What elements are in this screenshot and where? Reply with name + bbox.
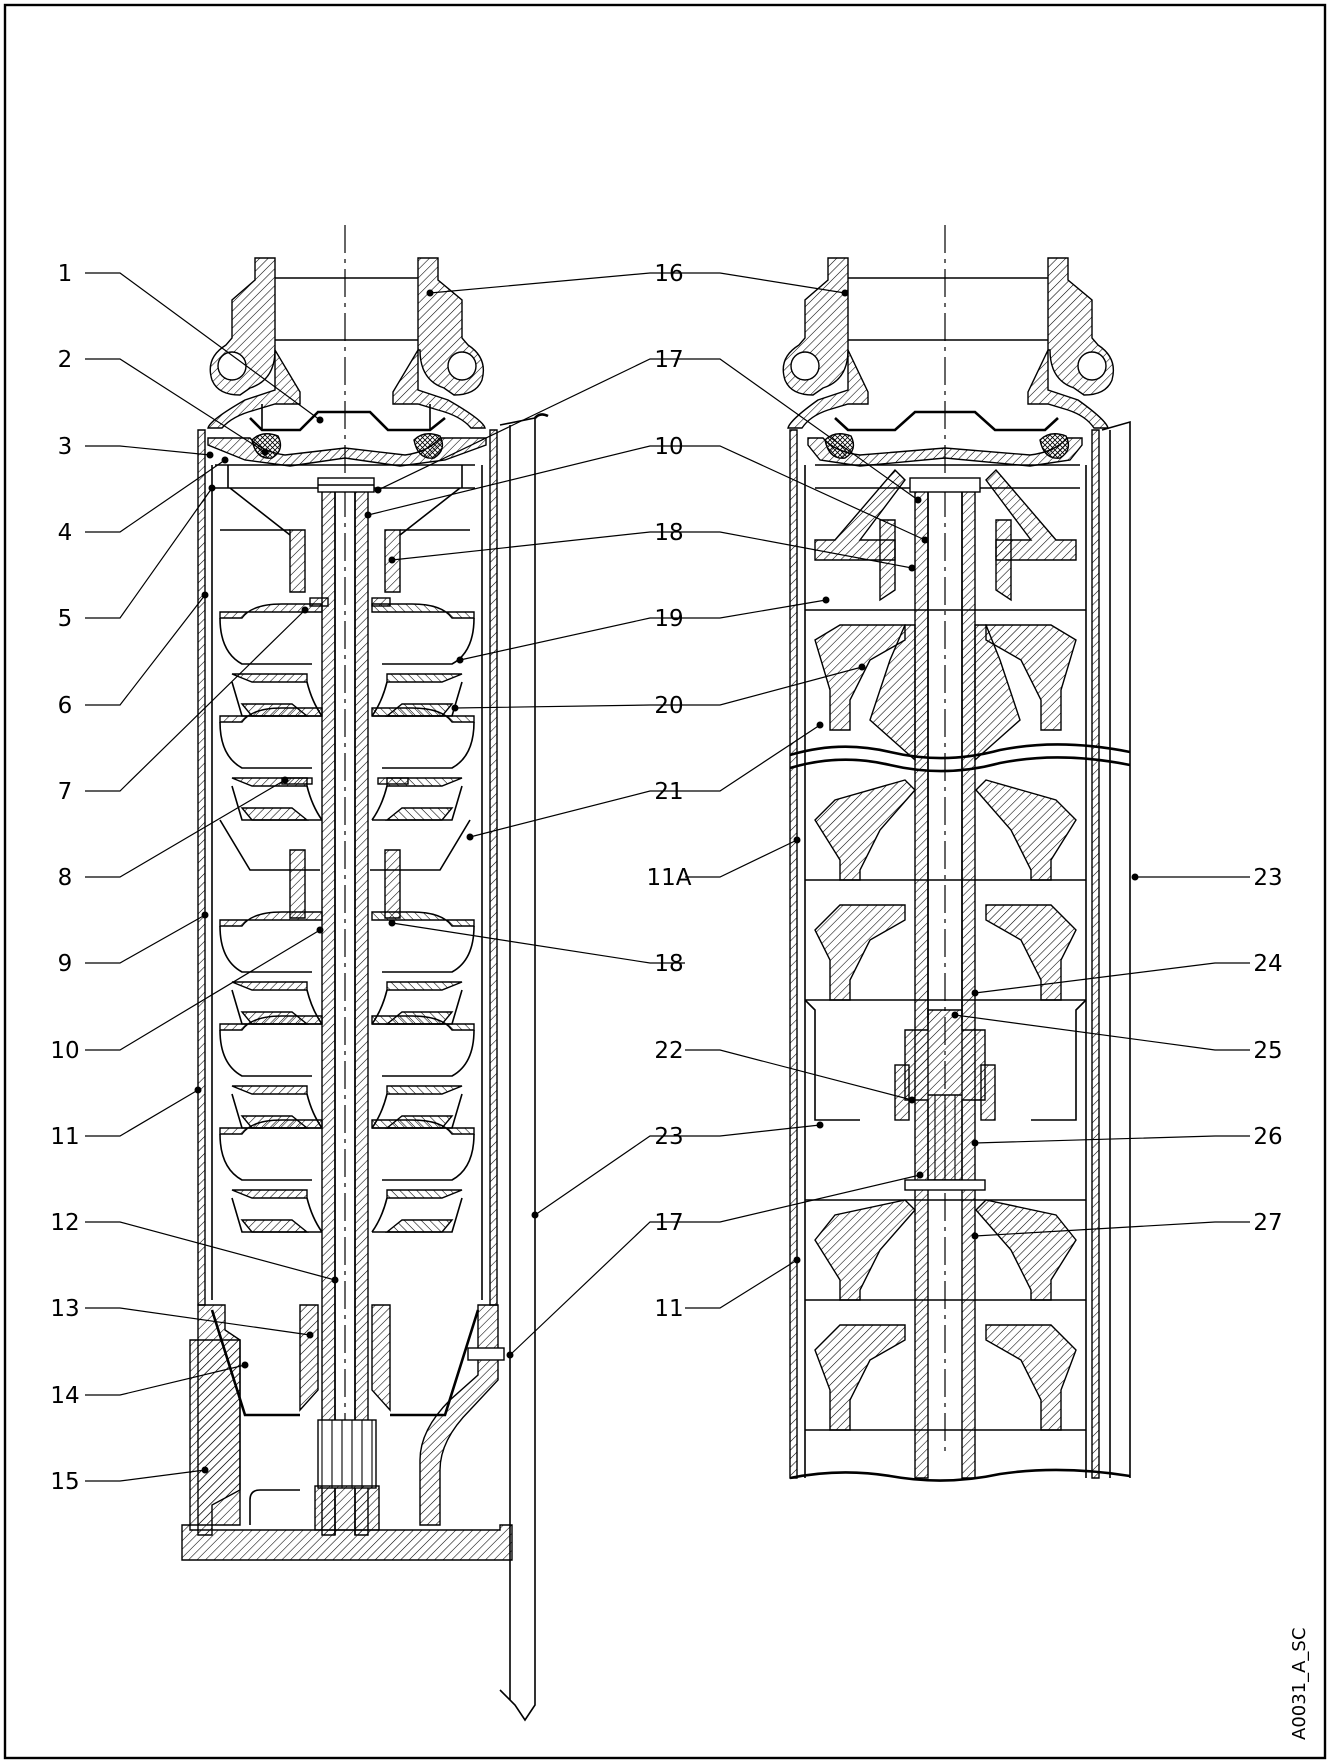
callouts-right: 23 24 25 26 27	[1253, 865, 1282, 1236]
callout-label: 11	[50, 1124, 79, 1150]
callout-label: 26	[1253, 1124, 1282, 1150]
right-pump-section	[782, 225, 1131, 1482]
callout-label: 17	[654, 347, 683, 373]
callout-label: 27	[1253, 1210, 1282, 1236]
callout-label: 6	[58, 693, 73, 719]
callout-label: 11A	[646, 865, 691, 891]
callout-label: 23	[654, 1124, 683, 1150]
callouts-left: 1 2 3 4 5 6 7 8 9 10 11 12 13 14 15	[50, 261, 79, 1495]
callout-label: 12	[50, 1210, 79, 1236]
callout-label: 19	[654, 606, 683, 632]
drawing-border	[3, 3, 1327, 1760]
callout-label: 24	[1253, 951, 1282, 977]
callout-label: 3	[58, 434, 73, 460]
callouts-middle: 16 17 10 18 19 20 21 11A 18 22 23 17 11	[646, 261, 691, 1322]
callout-label: 16	[654, 261, 683, 287]
callout-label: 10	[50, 1038, 79, 1064]
callout-label: 7	[58, 779, 73, 805]
callout-label: 9	[58, 951, 73, 977]
callout-label: 15	[50, 1469, 79, 1495]
callout-label: 14	[50, 1383, 79, 1409]
callout-label: 25	[1253, 1038, 1282, 1064]
drawing-code: A0031_A_SC	[1289, 1628, 1310, 1740]
callout-label: 20	[654, 693, 683, 719]
callout-label: 18	[654, 951, 683, 977]
callout-label: 11	[654, 1296, 683, 1322]
callout-label: 23	[1253, 865, 1282, 891]
callout-label: 10	[654, 434, 683, 460]
callout-label: 22	[654, 1038, 683, 1064]
callout-label: 17	[654, 1210, 683, 1236]
callout-label: 8	[58, 865, 73, 891]
left-pump-section	[181, 225, 549, 1722]
leader-lines	[85, 272, 1250, 1482]
callout-label: 2	[58, 347, 73, 373]
callout-label: 1	[58, 261, 73, 287]
callout-label: 21	[654, 779, 683, 805]
callout-label: 18	[654, 520, 683, 546]
callout-label: 4	[58, 520, 73, 546]
callout-label: 13	[50, 1296, 79, 1322]
callout-label: 5	[58, 606, 73, 632]
